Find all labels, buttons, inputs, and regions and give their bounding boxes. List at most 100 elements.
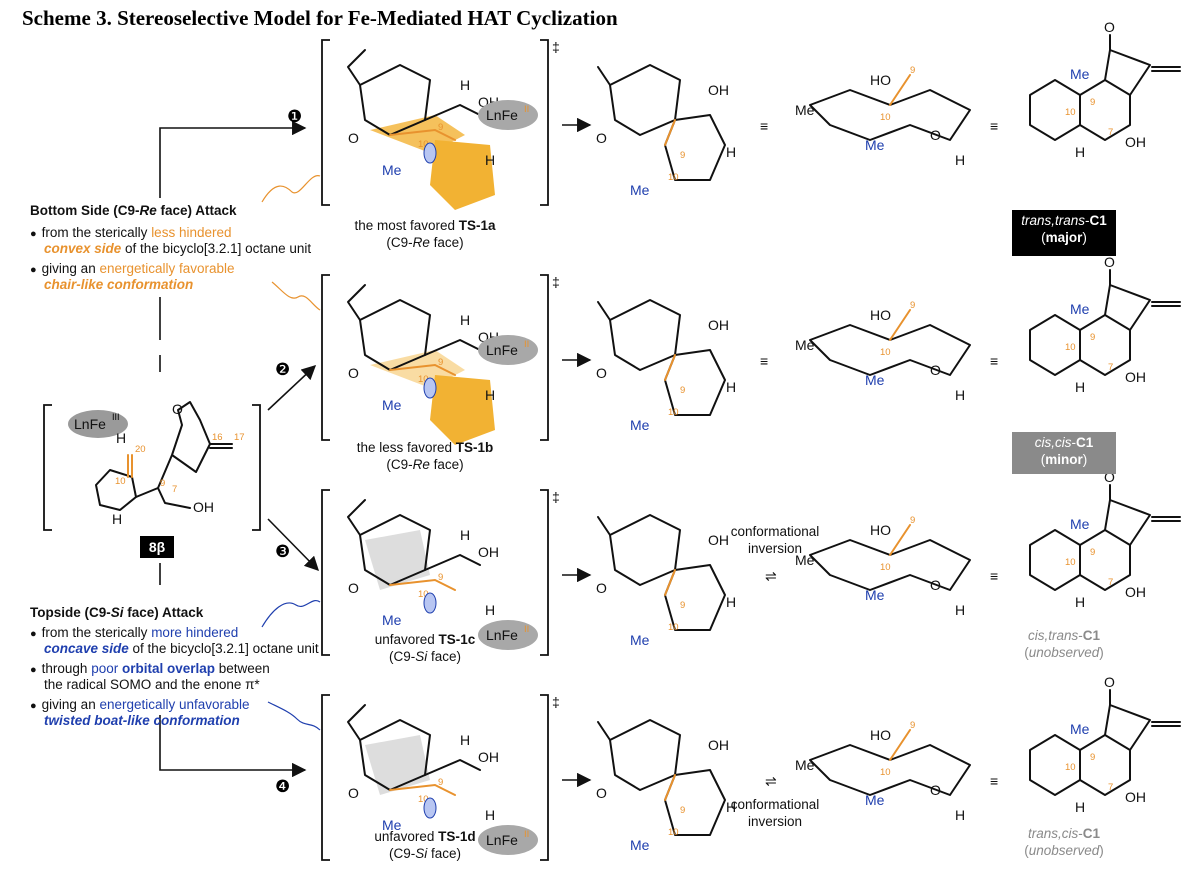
somo-lobe <box>423 377 437 399</box>
product-methyl: Me <box>630 182 650 198</box>
svg-text:●giving an energetically favor: ●giving an energetically favorable <box>30 261 235 276</box>
product-oxygen: O <box>596 580 607 596</box>
c1-h: H <box>1075 594 1085 610</box>
svg-text:LnFe: LnFe <box>74 416 106 432</box>
step-2: ❷ <box>275 360 290 379</box>
ts-h-bottom: H <box>485 602 495 618</box>
ts-oxygen: O <box>348 130 359 146</box>
c1-oh: OH <box>1125 369 1146 385</box>
ts-chair <box>430 140 495 210</box>
product-label-4: trans,cis-C1 (unobserved) <box>1024 826 1104 858</box>
product-oxygen: O <box>596 130 607 146</box>
svg-text:17: 17 <box>234 432 245 443</box>
product-c9: 9 <box>680 385 685 396</box>
ts-oxygen: O <box>348 785 359 801</box>
c1-ring-c <box>1104 704 1151 751</box>
conformer-h: H <box>955 602 965 618</box>
product-new-bond <box>664 774 676 801</box>
conformer-ho: HO <box>870 727 891 743</box>
product-exo <box>597 721 611 741</box>
svg-text:OH: OH <box>193 499 214 515</box>
ts-c10: 10 <box>418 374 429 385</box>
conformer-oxygen: O <box>930 127 941 143</box>
product-h: H <box>726 799 736 815</box>
conformer-me-1: Me <box>795 102 815 118</box>
ts-methyl: Me <box>382 612 402 628</box>
conformer-me-1: Me <box>795 757 815 773</box>
conformer-me-1: Me <box>795 337 815 353</box>
c1-c9: 9 <box>1090 752 1095 763</box>
ts-c9: 9 <box>438 122 443 133</box>
svg-text:16: 16 <box>212 432 223 443</box>
c1-ring-c <box>1104 284 1151 331</box>
product-h: H <box>726 144 736 160</box>
fe-complex <box>478 100 538 130</box>
ts-dagger: ‡ <box>552 39 560 55</box>
svg-text:9: 9 <box>160 478 165 489</box>
c1-methyl: Me <box>1070 721 1090 737</box>
conformer-ho: HO <box>870 72 891 88</box>
ts-side-chain <box>424 759 481 776</box>
ts-h-top: H <box>460 527 470 543</box>
svg-text:●from the sterically more hind: ●from the sterically more hindered <box>30 625 238 640</box>
product-c10: 10 <box>668 407 679 418</box>
equiv-sign-1: ≡ <box>760 118 768 134</box>
product-c10: 10 <box>668 622 679 633</box>
conformer-skeleton <box>809 744 971 796</box>
ts-methyl: Me <box>382 817 402 833</box>
fe-label: LnFe <box>486 627 518 643</box>
svg-text:20: 20 <box>135 444 146 455</box>
product-bicycle <box>609 299 681 371</box>
svg-text:H: H <box>112 511 122 527</box>
step-4: ❹ <box>275 777 290 796</box>
ts-h-bottom: H <box>485 807 495 823</box>
product-oh: OH <box>708 82 729 98</box>
start-material: LnFe III H O OH H 20 10 9 7 16 17 8β <box>43 401 261 558</box>
ts-oxygen: O <box>348 365 359 381</box>
fe-complex <box>478 620 538 650</box>
c1-methyl: Me <box>1070 66 1090 82</box>
product-oxygen: O <box>596 365 607 381</box>
conformer-oxygen: O <box>930 782 941 798</box>
conformer-c10: 10 <box>880 562 891 573</box>
ts-h-bottom: H <box>485 387 495 403</box>
leader-orange-1 <box>261 175 321 203</box>
flow-lines <box>159 120 320 778</box>
svg-text:10: 10 <box>115 476 126 487</box>
conformer-h: H <box>955 807 965 823</box>
product-exo <box>597 66 611 86</box>
equiv-sign-2: ≡ <box>990 353 998 369</box>
somo-lobe <box>423 797 437 819</box>
ts-caption-2: the less favored TS-1b (C9-Re face) <box>356 440 494 472</box>
ts-dagger: ‡ <box>552 274 560 290</box>
somo-lobe <box>423 592 437 614</box>
step-3: ❸ <box>275 542 290 561</box>
equilibrium-arrows: ⇌ <box>765 773 777 789</box>
ts-side-chain <box>424 339 481 356</box>
product-c9: 9 <box>680 150 685 161</box>
svg-text:●through poor orbital overlap: ●through poor orbital overlap between <box>30 661 270 676</box>
ts-methyl: Me <box>382 162 402 178</box>
c1-oh: OH <box>1125 789 1146 805</box>
ts-h-top: H <box>460 77 470 93</box>
product-c10: 10 <box>668 827 679 838</box>
svg-text:Bottom Side (C9-Re face) Attac: Bottom Side (C9-Re face) Attack <box>30 203 237 218</box>
product-oh: OH <box>708 737 729 753</box>
conformer-oxygen: O <box>930 577 941 593</box>
c1-methyl: Me <box>1070 301 1090 317</box>
product-label-3: cis,trans-C1 (unobserved) <box>1024 628 1104 660</box>
product-new-bond <box>664 569 676 596</box>
c1-c10: 10 <box>1065 342 1076 353</box>
fe-label: LnFe <box>486 107 518 123</box>
ts-c10: 10 <box>418 139 429 150</box>
ts-c9: 9 <box>438 777 443 788</box>
product-oxygen: O <box>596 785 607 801</box>
ts-enone <box>389 128 456 141</box>
c1-h: H <box>1075 799 1085 815</box>
leader-blue-2 <box>267 701 321 731</box>
c1-oh: OH <box>1125 134 1146 150</box>
equiv-sign-1: ≡ <box>760 353 768 369</box>
